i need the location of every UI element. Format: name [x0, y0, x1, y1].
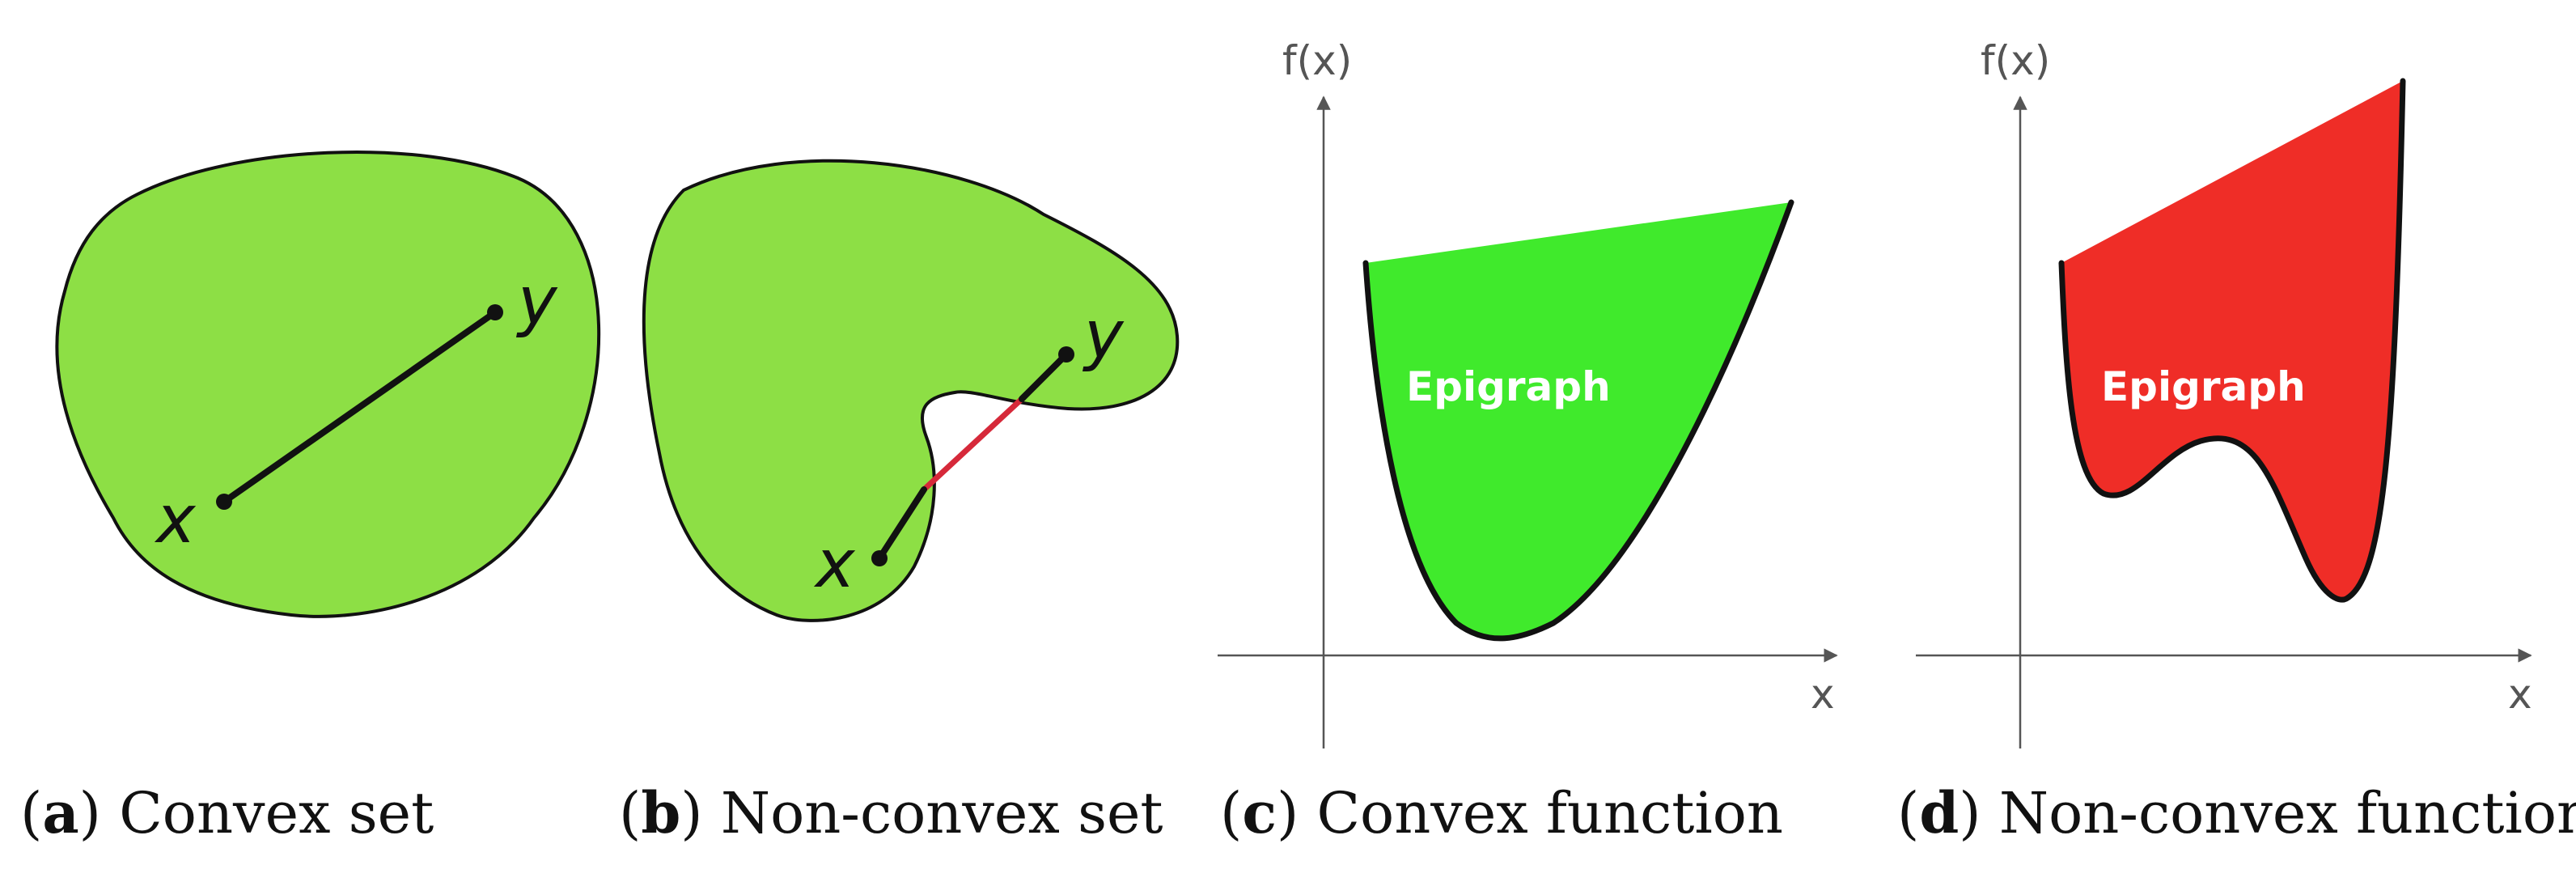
segment-inside-part-upper — [1019, 351, 1070, 402]
caption-c: (c) Convex function — [1220, 779, 1784, 846]
point-y-label: y — [515, 263, 558, 340]
nonconvex-function-curve — [2058, 78, 2406, 603]
point-x-label: x — [813, 526, 856, 603]
point-x-dot — [871, 550, 888, 566]
caption-d: (d) Non-convex function — [1897, 779, 2576, 846]
x-axis-label: x — [2508, 671, 2532, 718]
panel-a-convex-set: x y — [55, 150, 601, 618]
point-y-dot — [487, 304, 503, 320]
convex-function-curve — [1362, 199, 1794, 642]
point-x-dot — [216, 494, 232, 510]
caption-a: (a) Convex set — [20, 779, 434, 846]
segment-inside-part-lower — [876, 486, 927, 562]
epigraph-label: Epigraph — [2101, 363, 2306, 410]
convex-epigraph-region — [1366, 202, 1791, 638]
epigraph-label: Epigraph — [1406, 363, 1611, 410]
point-y-dot — [1058, 346, 1074, 363]
point-x-label: x — [154, 481, 197, 558]
caption-b: (b) Non-convex set — [619, 779, 1163, 846]
segment-outside-part — [921, 396, 1025, 493]
convex-set-shape — [55, 150, 601, 618]
y-axis-label: f(x) — [1282, 37, 1352, 84]
panel-c-convex-function: f(x) x Epigraph — [1218, 37, 1838, 748]
y-axis-label: f(x) — [1981, 37, 2050, 84]
panel-b-nonconvex-set: x y — [642, 159, 1180, 622]
nonconvex-set-shape — [642, 159, 1180, 622]
x-axis-label: x — [1811, 671, 1835, 718]
segment-x-y — [221, 309, 498, 505]
panel-d-nonconvex-function: f(x) x Epigraph — [1916, 37, 2532, 748]
nonconvex-epigraph-region — [2061, 81, 2403, 600]
point-y-label: y — [1082, 297, 1125, 374]
